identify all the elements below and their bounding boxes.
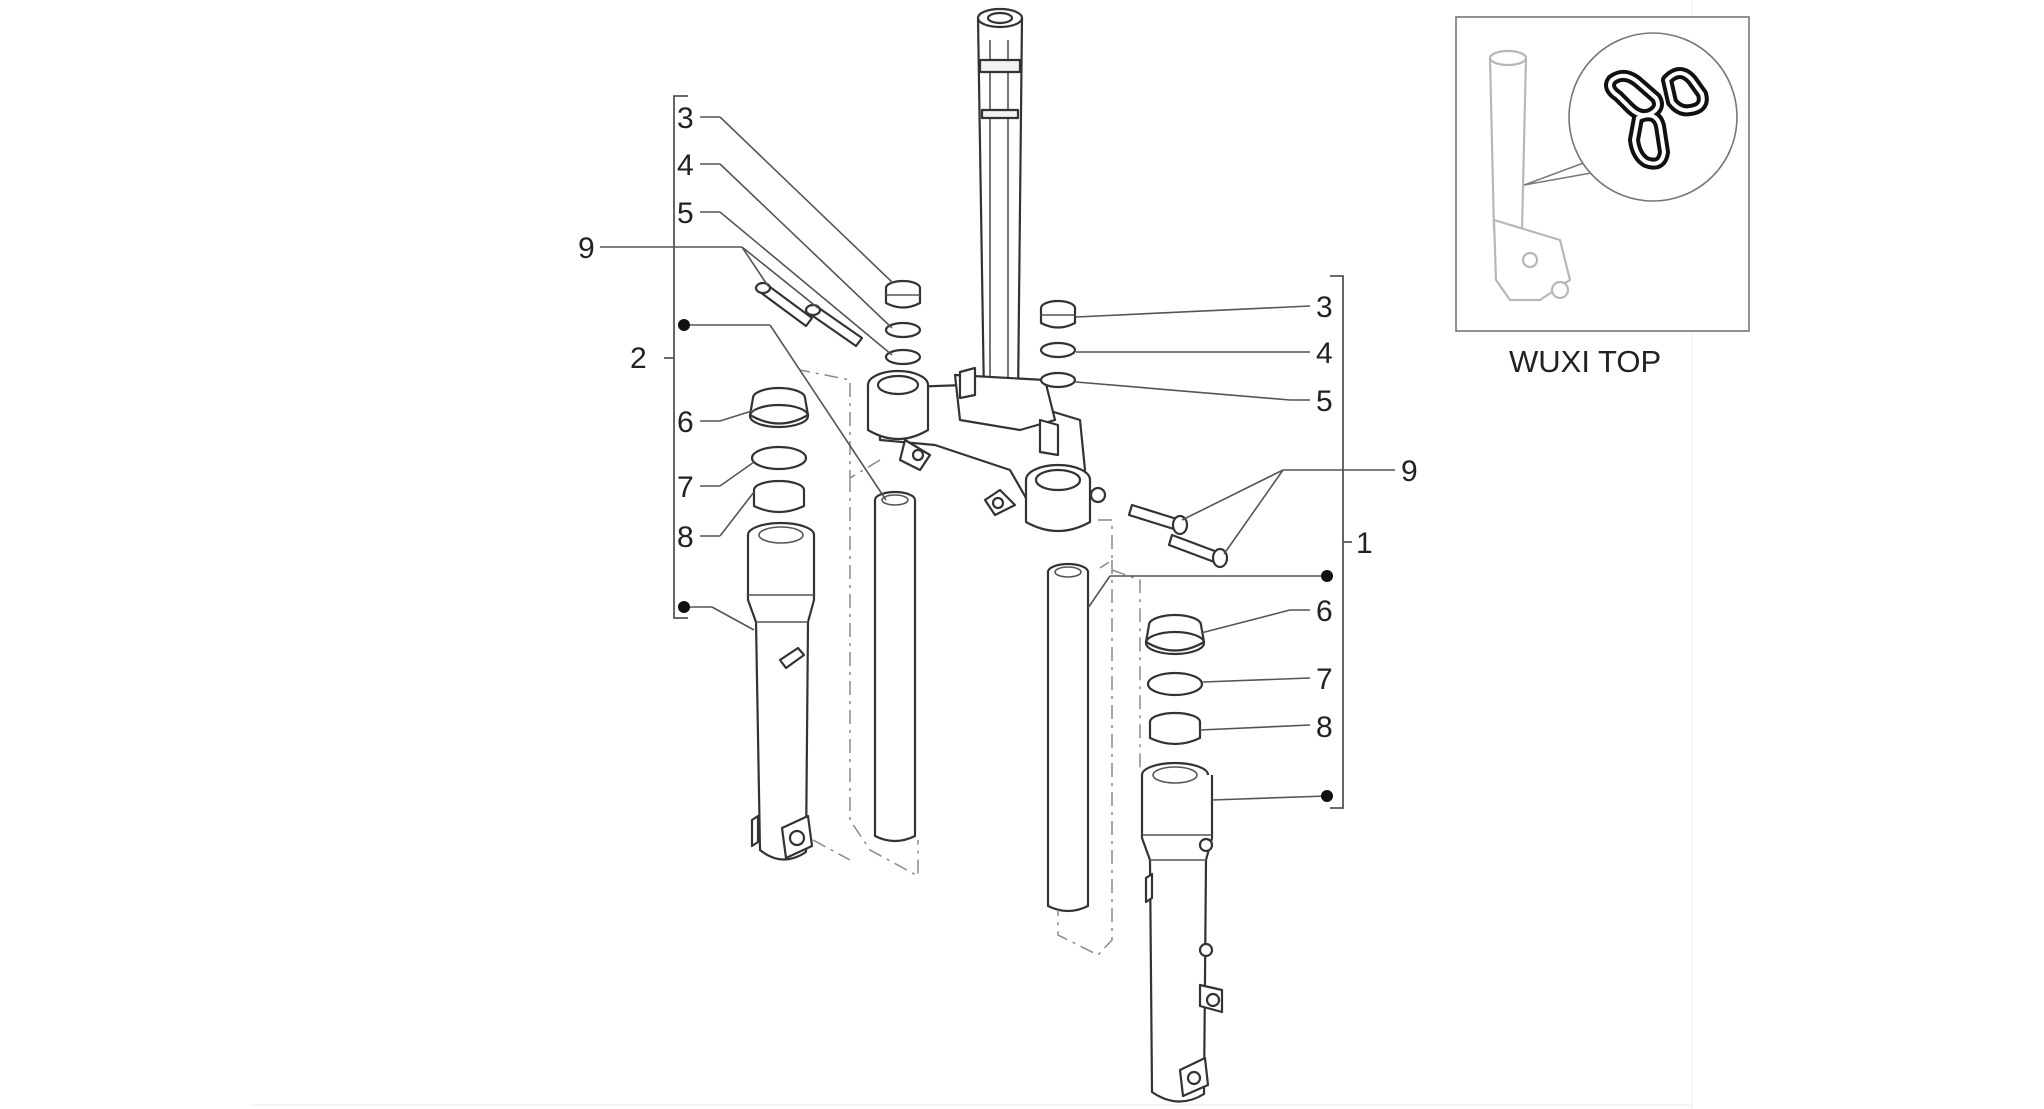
callout-left-9: 9 — [578, 232, 595, 265]
left-group-dot-leg — [678, 601, 690, 613]
triple-clamp — [866, 366, 1107, 532]
left-group-bracket — [664, 95, 688, 619]
left-retaining-ring — [750, 445, 808, 471]
left-assembly-guide — [799, 369, 919, 878]
left-o-ring-upper — [884, 321, 922, 339]
right-o-ring-upper — [1039, 341, 1077, 359]
right-assembly-guide — [1057, 519, 1141, 956]
right-group-bracket — [1330, 275, 1352, 809]
callout-right-8: 8 — [1316, 711, 1333, 744]
callout-left-2: 2 — [630, 342, 647, 375]
right-fork-leg — [1140, 761, 1224, 1103]
right-bolt-upper — [1127, 503, 1189, 536]
callout-left-8: 8 — [677, 521, 694, 554]
inset-panel — [1455, 16, 1750, 332]
left-group-dot-tube — [678, 319, 690, 331]
callout-left-4: 4 — [677, 149, 694, 182]
callout-right-6: 6 — [1316, 595, 1333, 628]
right-group-dot-leg — [1321, 790, 1333, 802]
left-leader-lines — [600, 116, 894, 631]
right-group-dot-tube — [1321, 570, 1333, 582]
callout-left-3: 3 — [677, 102, 694, 135]
callout-right-1: 1 — [1356, 527, 1373, 560]
left-fork-leg — [746, 521, 816, 861]
left-inner-tube — [873, 490, 917, 843]
callout-right-3: 3 — [1316, 291, 1333, 324]
left-bolt-lower — [804, 303, 864, 348]
callout-right-4: 4 — [1316, 337, 1333, 370]
left-bolt-upper — [754, 281, 814, 328]
callout-right-9: 9 — [1401, 455, 1418, 488]
callout-right-5: 5 — [1316, 385, 1333, 418]
callout-left-6: 6 — [677, 406, 694, 439]
right-dust-seal — [1144, 613, 1206, 656]
right-bolt-lower — [1167, 533, 1229, 569]
left-top-cap — [884, 279, 922, 309]
right-top-cap — [1039, 299, 1077, 329]
callout-left-5: 5 — [677, 197, 694, 230]
inset-label: WUXI TOP — [1509, 344, 1661, 379]
left-oil-seal — [752, 479, 806, 514]
callout-left-7: 7 — [677, 471, 694, 504]
right-leader-lines — [1075, 305, 1395, 801]
left-dust-seal — [748, 386, 810, 429]
right-inner-tube — [1046, 562, 1090, 913]
right-oil-seal — [1148, 711, 1202, 746]
right-o-ring-lower — [1039, 371, 1077, 389]
left-o-ring-lower — [884, 348, 922, 366]
steering-stem — [976, 7, 1024, 400]
right-retaining-ring — [1146, 671, 1204, 697]
callout-right-7: 7 — [1316, 663, 1333, 696]
